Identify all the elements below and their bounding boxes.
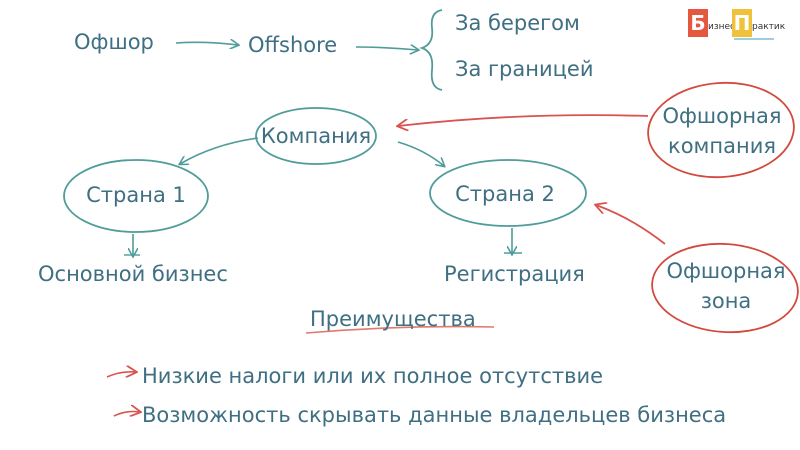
arrow-company-to-country2 bbox=[397, 141, 444, 166]
company-ellipse bbox=[255, 107, 377, 165]
country1-ellipse bbox=[63, 159, 209, 233]
advantage-item-1: Низкие налоги или их полное отсутствие bbox=[142, 364, 604, 388]
offshore-ru-label: Офшор bbox=[74, 30, 154, 54]
arrow-offshore-company-to-company bbox=[398, 114, 649, 126]
arrow-offshore-zone-to-country2 bbox=[596, 205, 666, 245]
country1-label: Страна 1 bbox=[86, 183, 186, 207]
country2-label: Страна 2 bbox=[455, 182, 555, 206]
offshore-company-line2: компания bbox=[668, 134, 776, 158]
offshore-zone-ellipse bbox=[651, 242, 799, 334]
offshore-en-label: Offshore bbox=[248, 33, 338, 57]
company-label: Компания bbox=[260, 124, 372, 148]
logo-word-1: изнес bbox=[708, 22, 736, 32]
brand-logo: Б изнес П рактик bbox=[688, 9, 785, 40]
offshore-company-line1: Офшорная bbox=[662, 104, 782, 128]
bullet-arrow-1 bbox=[106, 372, 136, 377]
meaning1-label: За берегом bbox=[455, 11, 580, 35]
logo-letter-1: Б bbox=[688, 9, 708, 37]
advantages-title: Преимущества bbox=[310, 307, 476, 331]
arrow-company-to-country1 bbox=[180, 137, 259, 164]
country2-ellipse bbox=[429, 159, 587, 227]
meaning2-label: За границей bbox=[455, 57, 594, 81]
logo-word-2: рактик bbox=[752, 22, 786, 32]
offshore-zone-line1: Офшорная bbox=[666, 259, 786, 283]
arrow-offshore-to-meanings bbox=[355, 47, 418, 50]
meanings-brace bbox=[419, 9, 443, 91]
logo-underline bbox=[734, 38, 774, 40]
offshore-zone-line2: зона bbox=[700, 289, 752, 313]
registration-label: Регистрация bbox=[444, 262, 585, 286]
advantage-item-2: Возможность скрывать данные владельцев б… bbox=[142, 403, 727, 427]
logo-letter-2: П bbox=[732, 9, 752, 37]
arrow-offshore-ru-to-en bbox=[175, 42, 238, 45]
bullet-arrow-2 bbox=[113, 412, 140, 417]
main-business-label: Основной бизнес bbox=[38, 262, 228, 286]
advantages-underline bbox=[305, 325, 495, 334]
offshore-company-ellipse bbox=[647, 81, 795, 179]
